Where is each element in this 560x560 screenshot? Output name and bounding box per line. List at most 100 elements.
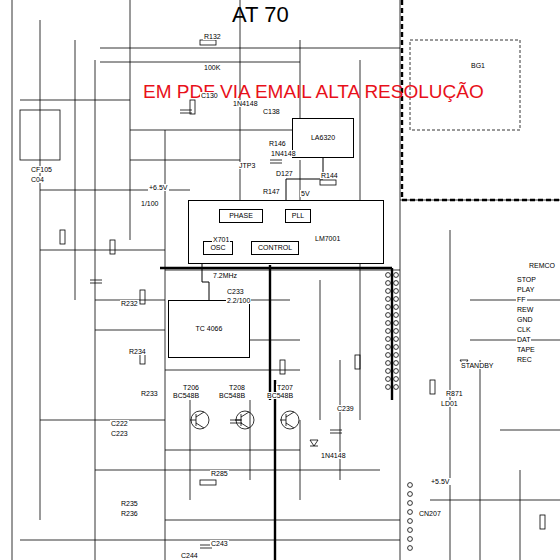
part-label: JTP3 bbox=[238, 162, 256, 169]
part-label: DAT bbox=[516, 336, 531, 343]
connector-pin bbox=[386, 337, 391, 342]
part-label: STOP bbox=[516, 276, 537, 283]
part-label: T206 bbox=[182, 384, 200, 391]
connector-pin bbox=[386, 305, 391, 310]
connector-pin bbox=[386, 289, 391, 294]
part-label: 1N4148 bbox=[270, 150, 297, 157]
ic-name: LA6320 bbox=[309, 134, 337, 142]
part-label: 7.2MHz bbox=[212, 272, 238, 279]
part-label: R234 bbox=[128, 348, 147, 355]
connector-pin bbox=[386, 321, 391, 326]
connector-pin bbox=[394, 297, 399, 302]
connector-pin bbox=[408, 492, 413, 497]
connector-pin bbox=[386, 313, 391, 318]
title: AT 70 bbox=[232, 4, 289, 26]
connector-pin bbox=[408, 528, 413, 533]
part-label: BG1 bbox=[470, 62, 486, 69]
part-label: D127 bbox=[275, 170, 294, 177]
part-label: BC548B bbox=[172, 392, 200, 399]
connector-pin bbox=[394, 361, 399, 366]
part-label: REC bbox=[516, 356, 533, 363]
part-label: C233 bbox=[226, 288, 245, 295]
ic-name: LM7001 bbox=[313, 235, 342, 243]
part-label: T207 bbox=[276, 384, 294, 391]
part-label: GND bbox=[516, 316, 534, 323]
part-label: R147 bbox=[262, 188, 281, 195]
connector-pin bbox=[394, 385, 399, 390]
connector-pin bbox=[386, 281, 391, 286]
connector-pin bbox=[394, 337, 399, 342]
connector-pin bbox=[408, 510, 413, 515]
part-label: C223 bbox=[110, 430, 129, 437]
part-label: 2.2/100 bbox=[226, 297, 251, 304]
part-label: STANDBY bbox=[460, 362, 495, 369]
connector-pin bbox=[394, 289, 399, 294]
part-label: R232 bbox=[120, 300, 139, 307]
connector-pin bbox=[386, 361, 391, 366]
ic-block: OSC bbox=[203, 241, 233, 255]
part-label: C04 bbox=[30, 176, 45, 183]
part-label: +5.5V bbox=[430, 478, 451, 485]
ic-name: TC 4066 bbox=[194, 325, 225, 333]
connector-pin bbox=[394, 273, 399, 278]
part-label: R233 bbox=[140, 390, 159, 397]
part-label: FF bbox=[516, 296, 527, 303]
connector-pin bbox=[408, 501, 413, 506]
connector-pin bbox=[394, 321, 399, 326]
ic-chip: LM7001 PHASE PLL OSC CONTROL bbox=[188, 200, 384, 264]
ic-block: PHASE bbox=[219, 209, 263, 223]
part-label: 1N4148 bbox=[320, 452, 347, 459]
part-label: C239 bbox=[336, 405, 355, 412]
connector-pin bbox=[394, 345, 399, 350]
part-label: CN207 bbox=[418, 510, 442, 517]
ic-name: CONTROL bbox=[256, 244, 294, 252]
part-label: REW bbox=[516, 306, 534, 313]
part-label: C244 bbox=[180, 552, 199, 559]
connector-pin bbox=[386, 273, 391, 278]
signal-wire bbox=[286, 158, 323, 200]
ic-chip: LA6320 bbox=[292, 118, 354, 158]
connector-pin bbox=[408, 537, 413, 542]
connector-pin bbox=[386, 369, 391, 374]
signal-wire bbox=[202, 264, 209, 300]
connector-pin bbox=[386, 377, 391, 382]
part-label: +6.5V bbox=[148, 184, 169, 191]
ic-name: OSC bbox=[208, 244, 227, 252]
part-label: LD01 bbox=[440, 400, 459, 407]
part-label: R144 bbox=[320, 172, 339, 179]
part-label: TAPE bbox=[516, 346, 536, 353]
ic-name: PHASE bbox=[227, 212, 255, 220]
ic-chip: TC 4066 bbox=[168, 300, 250, 358]
connector-pin bbox=[386, 385, 391, 390]
ic-block: CONTROL bbox=[251, 241, 299, 255]
part-label: C130 bbox=[200, 92, 219, 99]
connector-pin bbox=[394, 313, 399, 318]
connector-pin bbox=[394, 281, 399, 286]
part-label: R146 bbox=[268, 140, 287, 147]
part-label: C243 bbox=[210, 540, 229, 547]
part-label: R236 bbox=[120, 510, 139, 517]
part-label: 100K bbox=[203, 64, 221, 71]
connector-pin bbox=[394, 305, 399, 310]
part-label: R235 bbox=[120, 500, 139, 507]
part-label: X701 bbox=[212, 236, 230, 243]
connector-pin bbox=[408, 519, 413, 524]
part-label: R132 bbox=[203, 33, 222, 40]
connector-pin bbox=[386, 329, 391, 334]
connector-pin bbox=[408, 546, 413, 551]
part-label: T208 bbox=[228, 384, 246, 391]
part-label: R285 bbox=[210, 470, 229, 477]
part-label: PLAY bbox=[516, 286, 535, 293]
part-label: REMCO bbox=[528, 262, 556, 269]
part-label: C138 bbox=[262, 108, 281, 115]
part-label: CF105 bbox=[30, 166, 53, 173]
part-label: BC548B bbox=[218, 392, 246, 399]
ic-block: PLL bbox=[285, 209, 311, 223]
ic-name: PLL bbox=[290, 212, 306, 220]
part-label: C222 bbox=[110, 420, 129, 427]
connector-pin bbox=[386, 345, 391, 350]
connector-pin bbox=[386, 353, 391, 358]
connector-pin bbox=[394, 353, 399, 358]
part-label: 5V bbox=[300, 190, 311, 197]
